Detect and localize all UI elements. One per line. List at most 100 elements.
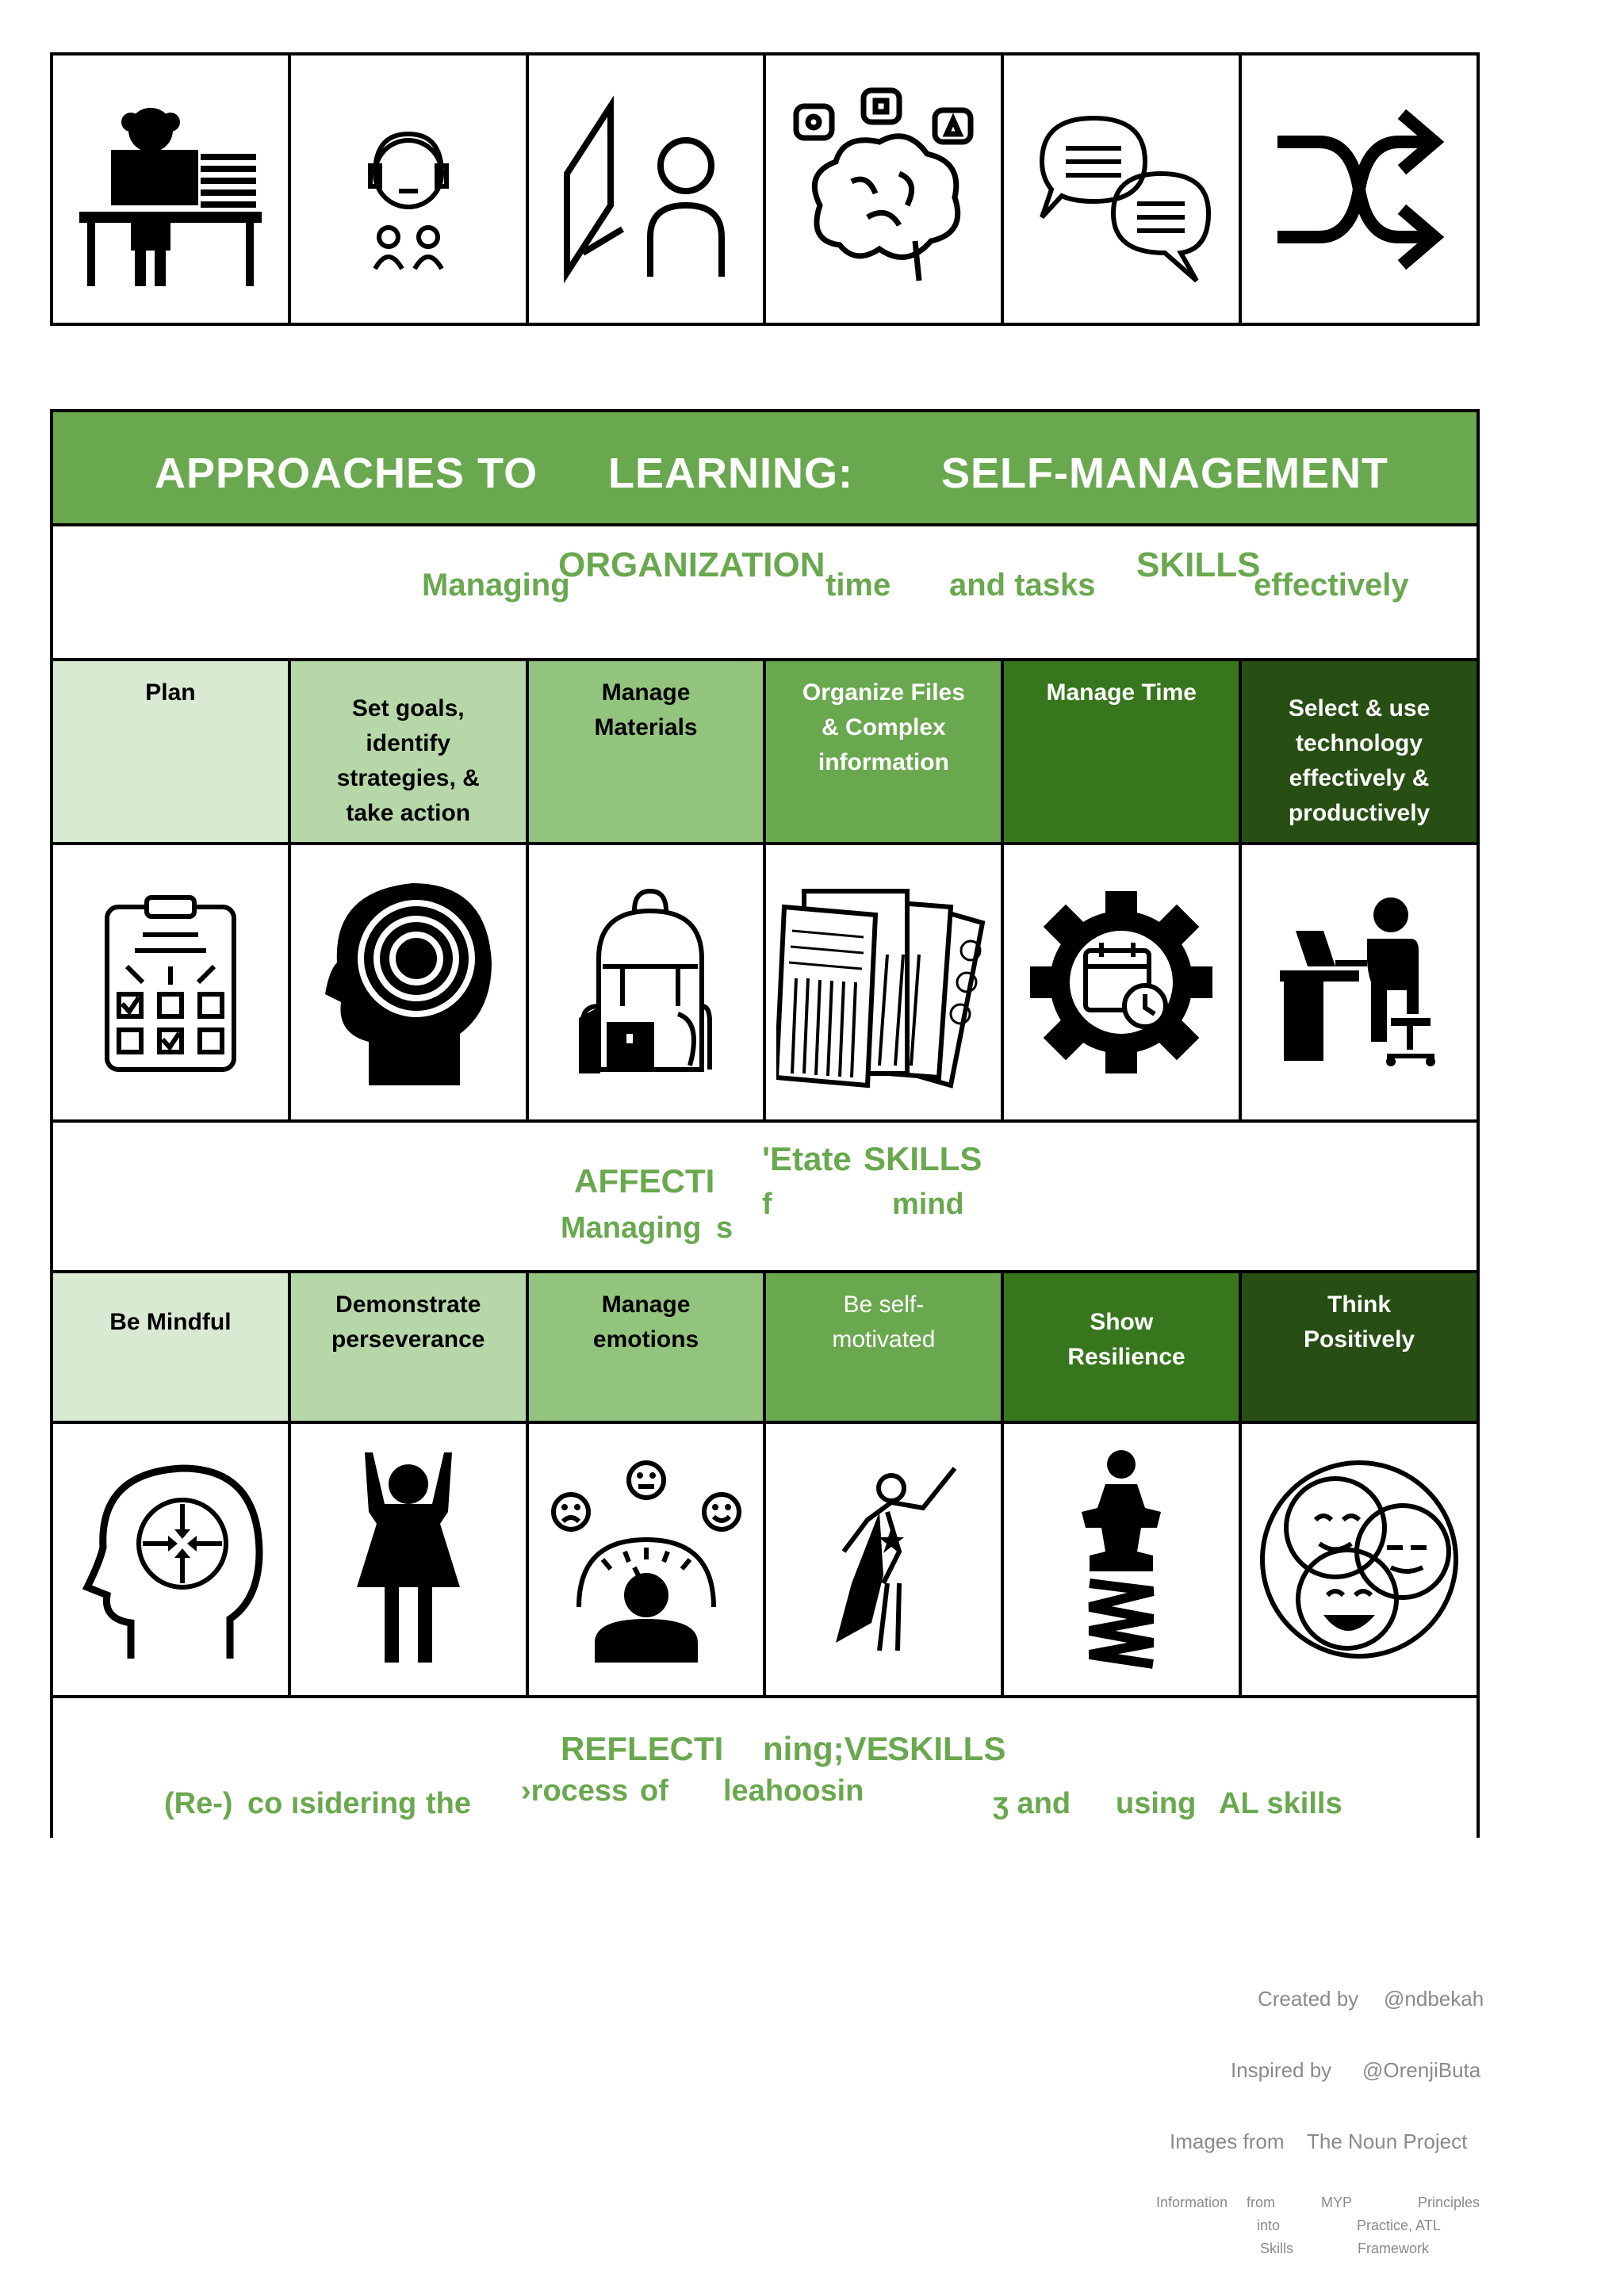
top-cell-6 — [1242, 55, 1477, 323]
org-word-and-tasks: and tasks — [949, 568, 1096, 603]
credit-inspired-label: Inspired by — [1231, 2058, 1332, 2082]
person-headset-icon — [367, 131, 449, 270]
icon-cell-resilience — [1004, 1424, 1243, 1695]
icon-cell-emotions — [529, 1424, 767, 1695]
info-word-2: from — [1247, 2195, 1275, 2210]
top-cell-1 — [53, 55, 291, 323]
skill-perseverance-cell: Demonstrate perseverance — [290, 1273, 529, 1421]
aff-skill-icons — [53, 1424, 1477, 1698]
skill-positive-cell: Think Positively — [1242, 1273, 1477, 1421]
skill-label: Be Mindful — [109, 1309, 232, 1335]
title-banner: APPROACHES TO LEARNING: SELF-MANAGEMENT — [53, 412, 1477, 526]
speech-bubbles-icon — [1040, 115, 1212, 282]
icon-cell-files — [766, 845, 1005, 1119]
banner-part-1: APPROACHES TO — [155, 450, 538, 497]
ref-word-11: using — [1116, 1787, 1197, 1820]
clipboard-checklist-icon — [104, 895, 236, 1072]
skill-label: Manage Materials — [594, 679, 698, 740]
aff-word-3: SKILLS — [864, 1140, 982, 1177]
credit-inspired-handle: @OrenjiButa — [1362, 2058, 1481, 2082]
icon-cell-technology — [1242, 845, 1477, 1119]
ref-word-7: ›rocess — [521, 1774, 629, 1808]
info-word-6: Practice, ATL — [1357, 2218, 1441, 2233]
top-cell-2 — [291, 55, 529, 323]
icon-cell-positive — [1242, 1424, 1477, 1695]
skill-label: Select & use technology effectively & pr… — [1288, 695, 1431, 826]
spring-person-icon — [1082, 1450, 1162, 1669]
atl-table: APPROACHES TO LEARNING: SELF-MANAGEMENT … — [50, 409, 1480, 1838]
gear-calendar-clock-icon — [1030, 891, 1213, 1073]
monitor-person-icon — [563, 94, 725, 284]
aff-word-2: 'Etate — [762, 1140, 852, 1177]
reflective-heading-row: REFLECTI ning;VE SKILLS (Re-) co ısideri… — [53, 1698, 1477, 1838]
credit-created-label: Created by — [1258, 1987, 1359, 2011]
info-word-3: MYP — [1321, 2195, 1353, 2210]
organization-heading-row: Managing ORGANIZATION time and tasks SKI… — [53, 526, 1477, 661]
aff-skill-labels: Be Mindful Demonstrate perseverance Mana… — [53, 1273, 1477, 1424]
affective-heading-row: AFFECTI 'Etate SKILLS Managing s f mind — [53, 1123, 1477, 1273]
credit-images-source: The Noun Project — [1307, 2130, 1468, 2153]
backpack-icon — [578, 888, 712, 1073]
skill-label: Manage Time — [1046, 679, 1197, 706]
org-skill-labels: Plan Set goals, identify strategies, & t… — [53, 661, 1477, 845]
aff-word-6: f — [762, 1188, 772, 1221]
org-word-organization: ORGANIZATION — [558, 545, 825, 584]
superhero-icon — [836, 1467, 957, 1651]
shuffle-icon — [1277, 109, 1445, 270]
info-word-4: Principles — [1418, 2195, 1480, 2210]
top-cell-5 — [1004, 55, 1243, 323]
top-cell-3 — [529, 55, 767, 323]
top-cell-4 — [766, 55, 1005, 323]
skill-label: Think Positively — [1304, 1292, 1415, 1353]
happy-faces-icon — [1260, 1460, 1459, 1659]
ref-word-9: leahoosin — [723, 1774, 864, 1808]
ref-word-3: SKILLS — [887, 1730, 1006, 1767]
skill-organize-files-cell: Organize Files & Complex information — [766, 661, 1005, 842]
org-word-time: time — [825, 568, 891, 603]
aff-word-5: s — [716, 1211, 733, 1245]
skill-set-goals-cell: Set goals, identify strategies, & take a… — [290, 661, 529, 842]
icon-cell-perseverance — [291, 1424, 529, 1695]
person-arms-up-icon — [356, 1452, 460, 1663]
ref-word-12: AL skills — [1219, 1787, 1342, 1820]
skill-select-technology-cell: Select & use technology effectively & pr… — [1242, 661, 1477, 842]
skill-label: Demonstrate perseverance — [331, 1292, 485, 1353]
ref-word-5: co ısidering — [247, 1787, 417, 1820]
info-word-8: Framework — [1358, 2241, 1430, 2256]
ref-word-2: ning;VE — [763, 1730, 889, 1767]
aff-word-4: Managing — [561, 1211, 702, 1245]
skill-label: Plan — [145, 679, 196, 706]
skill-self-motivated-cell: Be self-motivated — [766, 1273, 1005, 1421]
ref-word-10: ʒ and — [993, 1787, 1071, 1820]
skill-emotions-cell: Manage emotions — [528, 1273, 767, 1421]
ref-word-4: (Re-) — [164, 1787, 233, 1820]
icon-cell-materials — [529, 845, 767, 1119]
icon-cell-goals — [291, 845, 529, 1119]
skill-plan-cell: Plan — [53, 661, 291, 842]
head-target-icon — [324, 883, 492, 1085]
skill-label: Manage emotions — [592, 1292, 699, 1353]
info-word-1: Information — [1156, 2195, 1228, 2210]
ref-word-1: REFLECTI — [561, 1730, 724, 1767]
aff-word-1: AFFECTI — [574, 1162, 715, 1200]
top-icon-strip — [50, 52, 1480, 326]
person-at-computer-icon — [1280, 897, 1436, 1066]
files-papers-icon — [776, 889, 986, 1089]
org-skill-icons — [53, 845, 1477, 1123]
ref-word-8: of — [640, 1774, 668, 1808]
emotion-meter-icon — [550, 1460, 741, 1663]
credit-images-label: Images from — [1170, 2130, 1285, 2153]
desk-worker-icon — [79, 107, 262, 286]
brain-ideas-icon — [793, 87, 974, 281]
head-focus-icon — [82, 1464, 263, 1659]
icon-cell-plan — [53, 845, 291, 1119]
org-word-managing: Managing — [422, 568, 570, 603]
skill-manage-materials-cell: Manage Materials — [528, 661, 767, 842]
org-word-effectively: effectively — [1254, 568, 1409, 603]
banner-part-2: LEARNING: — [608, 450, 853, 497]
org-word-skills: SKILLS — [1136, 545, 1261, 584]
ref-word-6: the — [426, 1787, 471, 1820]
credit-created-handle: @ndbekah — [1384, 1987, 1484, 2011]
icon-cell-time — [1004, 845, 1243, 1119]
skill-mindful-cell: Be Mindful — [53, 1273, 291, 1421]
